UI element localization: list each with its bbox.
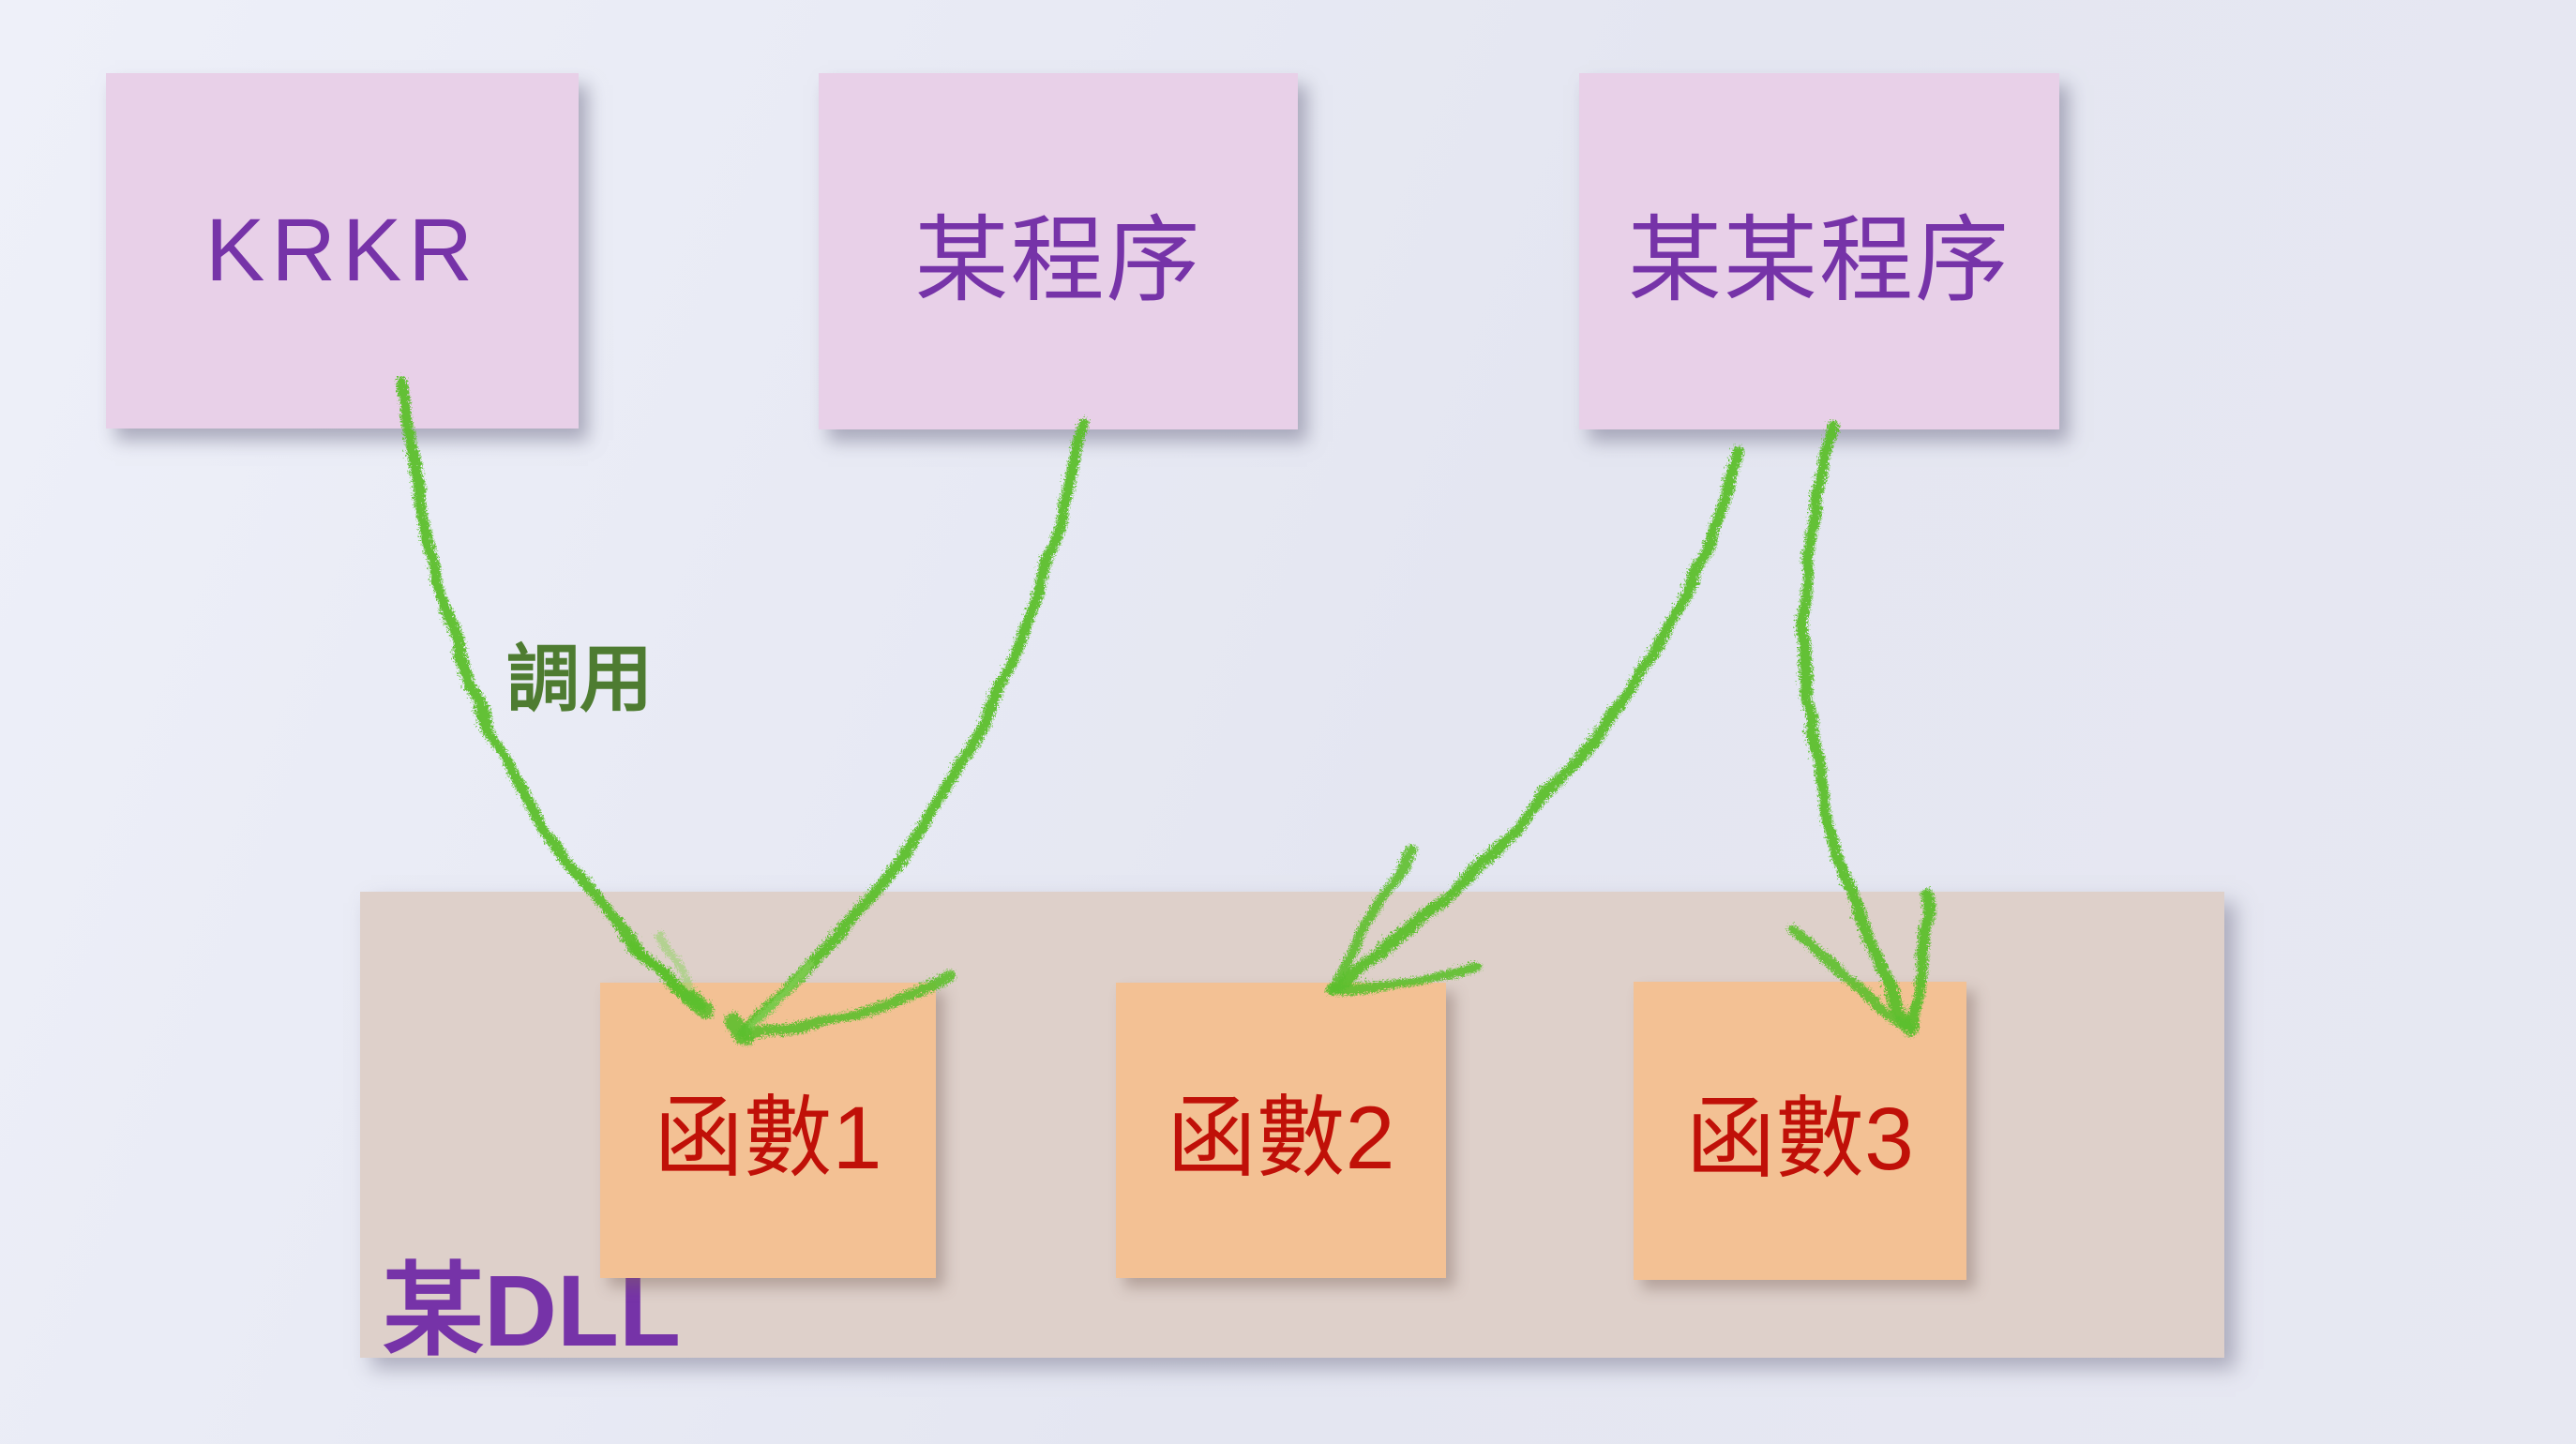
- box-program-label: 某程序: [914, 207, 1202, 313]
- function-box-2: 函數2: [1116, 983, 1446, 1278]
- function-box-1-label: 函數1: [654, 1089, 882, 1188]
- function-box-1: 函數1: [600, 983, 936, 1278]
- box-program: 某程序: [819, 73, 1298, 429]
- call-annotation-label: 調用: [506, 638, 654, 720]
- function-box-2-label: 函數2: [1167, 1089, 1395, 1188]
- function-box-3-label: 函數3: [1686, 1089, 1914, 1189]
- box-program-2-label: 某某程序: [1628, 207, 2011, 313]
- box-krkr: KRKR: [106, 73, 579, 429]
- function-box-3: 函數3: [1634, 982, 1966, 1280]
- box-program-2: 某某程序: [1579, 73, 2059, 429]
- box-krkr-label: KRKR: [205, 201, 479, 300]
